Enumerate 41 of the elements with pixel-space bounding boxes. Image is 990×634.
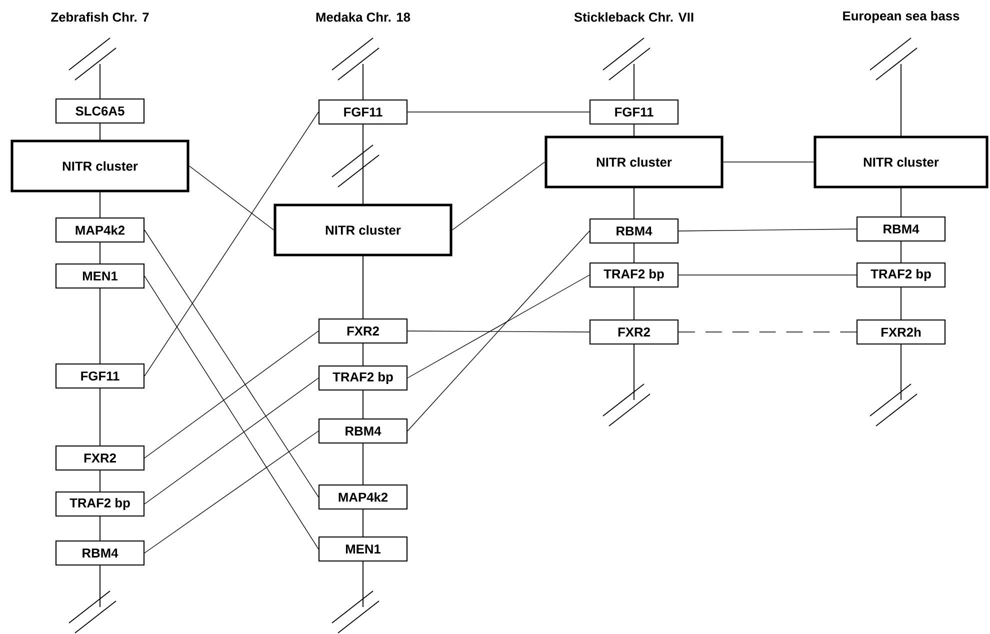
gene-box: FXR2 — [318, 318, 408, 344]
gene-box: TRAF2 bp — [589, 262, 679, 288]
cluster-box: NITR cluster — [544, 136, 724, 188]
gene-box: MEN1 — [318, 536, 408, 562]
gene-box: FXR2 — [589, 319, 679, 345]
connector-line — [144, 378, 319, 504]
connector-line — [407, 274, 590, 378]
cluster-box: NITR cluster — [814, 136, 988, 188]
cluster-box: NITR cluster — [10, 140, 190, 192]
connector-line — [144, 330, 319, 458]
connector-line — [144, 230, 319, 498]
connector-line — [144, 112, 319, 376]
gene-box: TRAF2 bp — [55, 491, 145, 517]
column-title: Stickleback Chr. VII — [574, 12, 694, 22]
connector-line — [678, 228, 857, 232]
column-title: Zebrafish Chr. 7 — [51, 12, 149, 22]
connector-line — [188, 166, 274, 230]
gene-box: SLC6A5 — [55, 98, 145, 124]
gene-box: FGF11 — [55, 363, 145, 389]
gene-box: FGF11 — [589, 99, 679, 125]
gene-box: RBM4 — [589, 218, 679, 244]
gene-box: RBM4 — [55, 540, 145, 566]
connector-line — [144, 430, 319, 554]
connector-line — [144, 276, 319, 550]
gene-box: FXR2h — [856, 319, 946, 345]
gene-box: MAP4k2 — [318, 484, 408, 510]
column-title: Medaka Chr. 18 — [316, 12, 410, 22]
connector-line — [452, 162, 546, 230]
gene-box: TRAF2 bp — [856, 262, 946, 288]
gene-box: TRAF2 bp — [318, 365, 408, 391]
connector-line — [407, 330, 590, 332]
gene-box: RBM4 — [856, 216, 946, 242]
gene-box: MAP4k2 — [55, 217, 145, 243]
gene-box: MEN1 — [55, 263, 145, 289]
cluster-box: NITR cluster — [274, 204, 452, 256]
connector-line — [678, 274, 857, 276]
column-title: European sea bass — [843, 11, 960, 23]
connector-line — [407, 230, 590, 432]
gene-box: RBM4 — [318, 418, 408, 444]
gene-box: FGF11 — [318, 99, 408, 125]
gene-box: FXR2 — [55, 445, 145, 471]
